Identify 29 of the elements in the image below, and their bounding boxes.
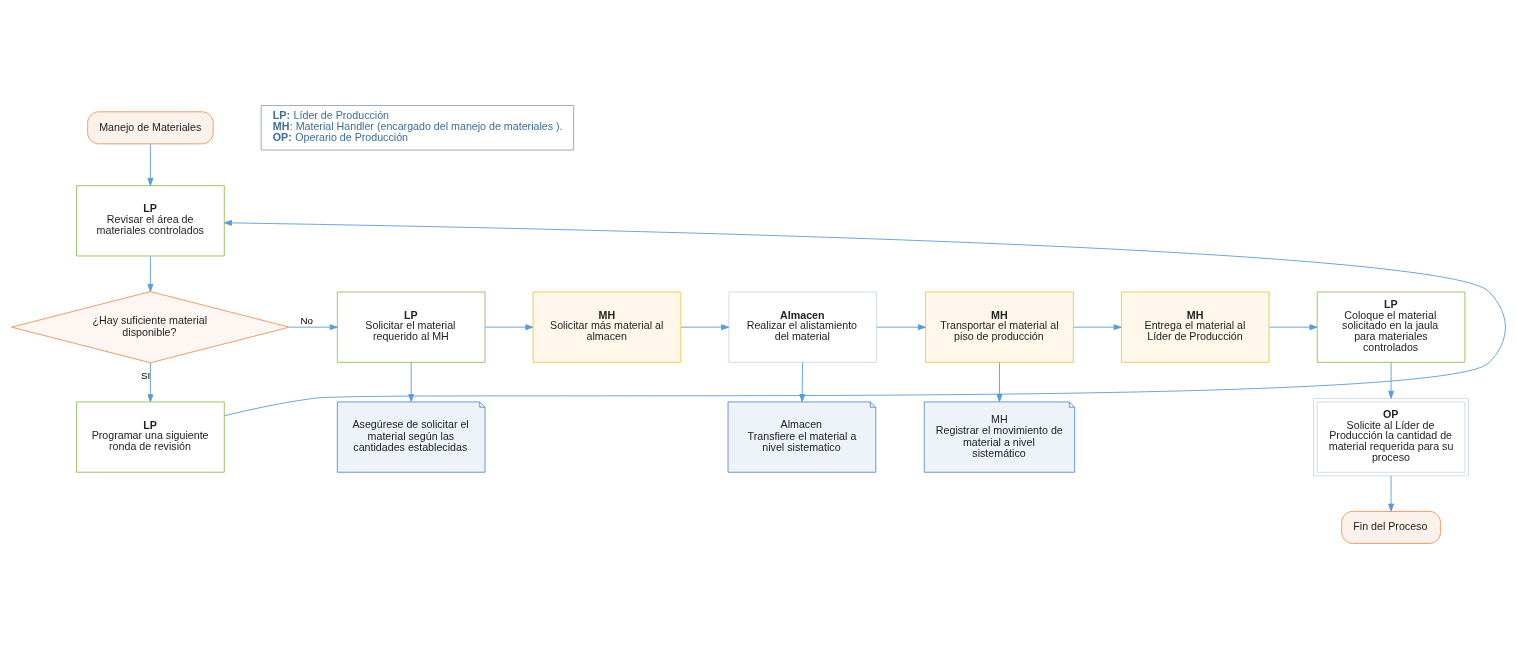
node-box: LP Coloque el material solicitado en la jaula para materiales controlados	[1316, 291, 1466, 363]
arrow	[147, 143, 154, 186]
arrow	[876, 323, 926, 330]
node-box: Manejo de Materiales	[87, 110, 214, 144]
arrow	[147, 361, 154, 402]
arrow	[223, 219, 1506, 416]
arrow	[484, 323, 534, 330]
arrow	[147, 255, 154, 292]
arrow	[1269, 323, 1318, 330]
arrow	[799, 361, 806, 402]
node-box: Almacen Realizar el alistamiento del material	[728, 291, 878, 363]
node-box: MH Entrega el material al Líder de Producción	[1120, 291, 1270, 363]
node-box: MH Transportar el material al piso de producción	[925, 291, 1074, 363]
arrow	[289, 323, 338, 330]
node-box: LP: Líder de Producción MH: Material Handler (encargado del manejo de materiales ). OP: Operario de Producción	[260, 104, 575, 150]
node-box: MH Solicitar más material al almacen	[532, 291, 682, 363]
node-box: LP Programar una siguiente ronda de revisión	[76, 401, 225, 473]
node-box: Fin del Proceso	[1341, 510, 1441, 544]
node-box: LP Revisar el área de materiales controlados	[76, 184, 225, 256]
arrow	[1388, 361, 1394, 399]
arrow	[996, 361, 1003, 402]
edge-label: No	[300, 314, 313, 326]
arrow	[1073, 323, 1122, 330]
arrow	[408, 361, 415, 402]
node-box: LP Solicitar el material requerido al MH	[336, 291, 486, 363]
node-diamond: ¿Hay suficiente material disponible?	[11, 290, 290, 363]
edge-label: SI	[140, 369, 151, 381]
arrow	[680, 323, 730, 330]
arrow	[1388, 475, 1394, 512]
